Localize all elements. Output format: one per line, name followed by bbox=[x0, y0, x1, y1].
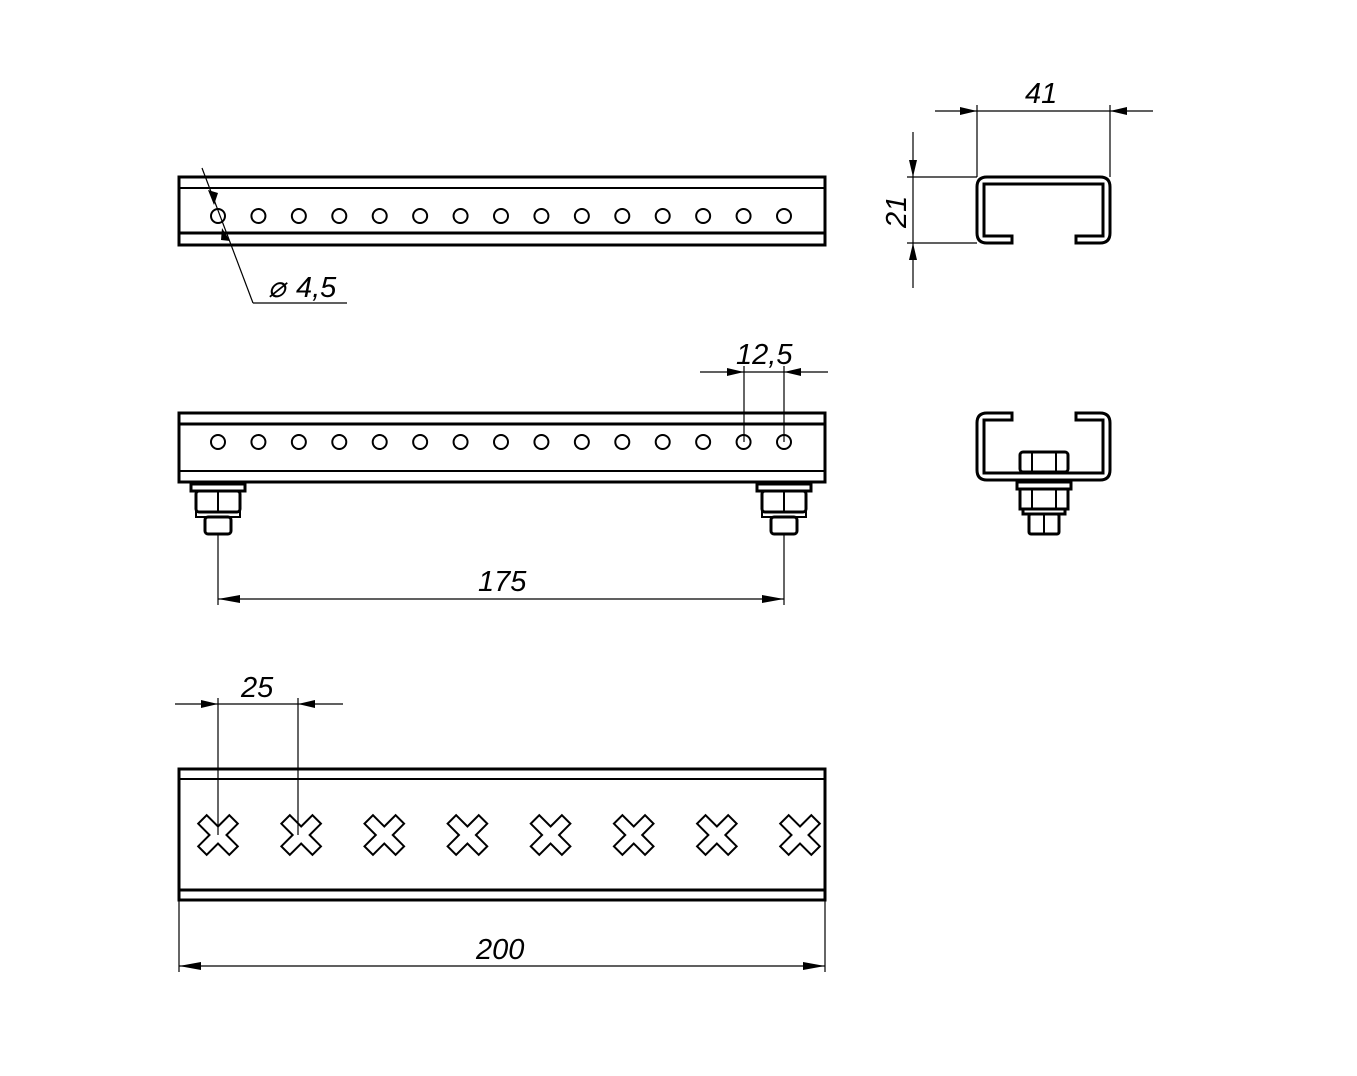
round-hole bbox=[695, 208, 712, 224]
dim-slot-pitch: 25 bbox=[240, 672, 274, 704]
round-hole bbox=[290, 434, 307, 450]
view-top-holes bbox=[177, 175, 827, 247]
round-hole bbox=[493, 208, 509, 224]
round-hole bbox=[776, 208, 792, 224]
cross-slots-row bbox=[196, 813, 822, 857]
round-hole bbox=[533, 434, 550, 450]
round-hole bbox=[250, 208, 267, 224]
end-view-top bbox=[975, 175, 1112, 245]
cross-slot bbox=[529, 813, 572, 857]
dim-hole-pitch: 12,5 bbox=[736, 339, 793, 371]
cross-slot bbox=[279, 813, 323, 857]
dim-bolt-spacing-175: 175 bbox=[217, 535, 785, 605]
dim-height: 21 bbox=[881, 196, 913, 229]
round-hole bbox=[250, 434, 267, 450]
dim-pitch-12-5: 12,5 bbox=[700, 339, 828, 442]
round-hole bbox=[331, 434, 348, 450]
diameter-symbol: ⌀ bbox=[268, 272, 288, 304]
cross-slot bbox=[695, 813, 739, 857]
round-hole bbox=[331, 208, 348, 224]
round-hole bbox=[452, 208, 469, 224]
round-holes-row bbox=[210, 208, 792, 224]
round-hole bbox=[695, 434, 712, 450]
dim-bolt-spacing: 175 bbox=[478, 566, 527, 598]
round-hole bbox=[614, 208, 631, 224]
dim-hole-diameter: 4,5 bbox=[296, 272, 337, 304]
view-cross-slots bbox=[177, 767, 827, 902]
round-hole bbox=[412, 208, 429, 224]
dim-height-21: 21 bbox=[881, 132, 977, 288]
round-hole bbox=[573, 208, 590, 224]
round-hole bbox=[371, 434, 388, 450]
cross-slot bbox=[446, 813, 489, 857]
cross-slot bbox=[363, 813, 406, 857]
round-hole bbox=[573, 434, 590, 450]
dim-width: 41 bbox=[1025, 78, 1057, 110]
diameter-callout: ⌀ 4,5 bbox=[201, 167, 347, 304]
view-with-bolts bbox=[177, 411, 827, 536]
round-hole bbox=[412, 434, 429, 450]
end-view-bolt bbox=[975, 411, 1112, 536]
round-hole bbox=[614, 434, 631, 450]
cross-slot bbox=[612, 813, 655, 857]
cross-slot bbox=[778, 813, 822, 857]
round-holes-row bbox=[210, 434, 792, 450]
round-hole bbox=[452, 434, 469, 450]
round-hole bbox=[371, 208, 388, 224]
bolt-nut-assembly bbox=[755, 482, 813, 536]
dim-width-41: 41 bbox=[935, 78, 1153, 177]
round-hole bbox=[654, 208, 671, 224]
round-hole bbox=[654, 434, 671, 450]
dim-length: 200 bbox=[475, 934, 524, 966]
dim-slot-pitch-25: 25 bbox=[175, 672, 343, 835]
round-hole bbox=[210, 434, 226, 450]
bolts bbox=[189, 482, 813, 536]
bolt-nut-assembly bbox=[189, 482, 247, 536]
cross-slot bbox=[196, 813, 240, 857]
round-hole bbox=[493, 434, 509, 450]
dim-length-200: 200 bbox=[178, 900, 826, 972]
round-hole bbox=[290, 208, 307, 224]
round-hole bbox=[735, 208, 752, 224]
round-hole bbox=[533, 208, 550, 224]
